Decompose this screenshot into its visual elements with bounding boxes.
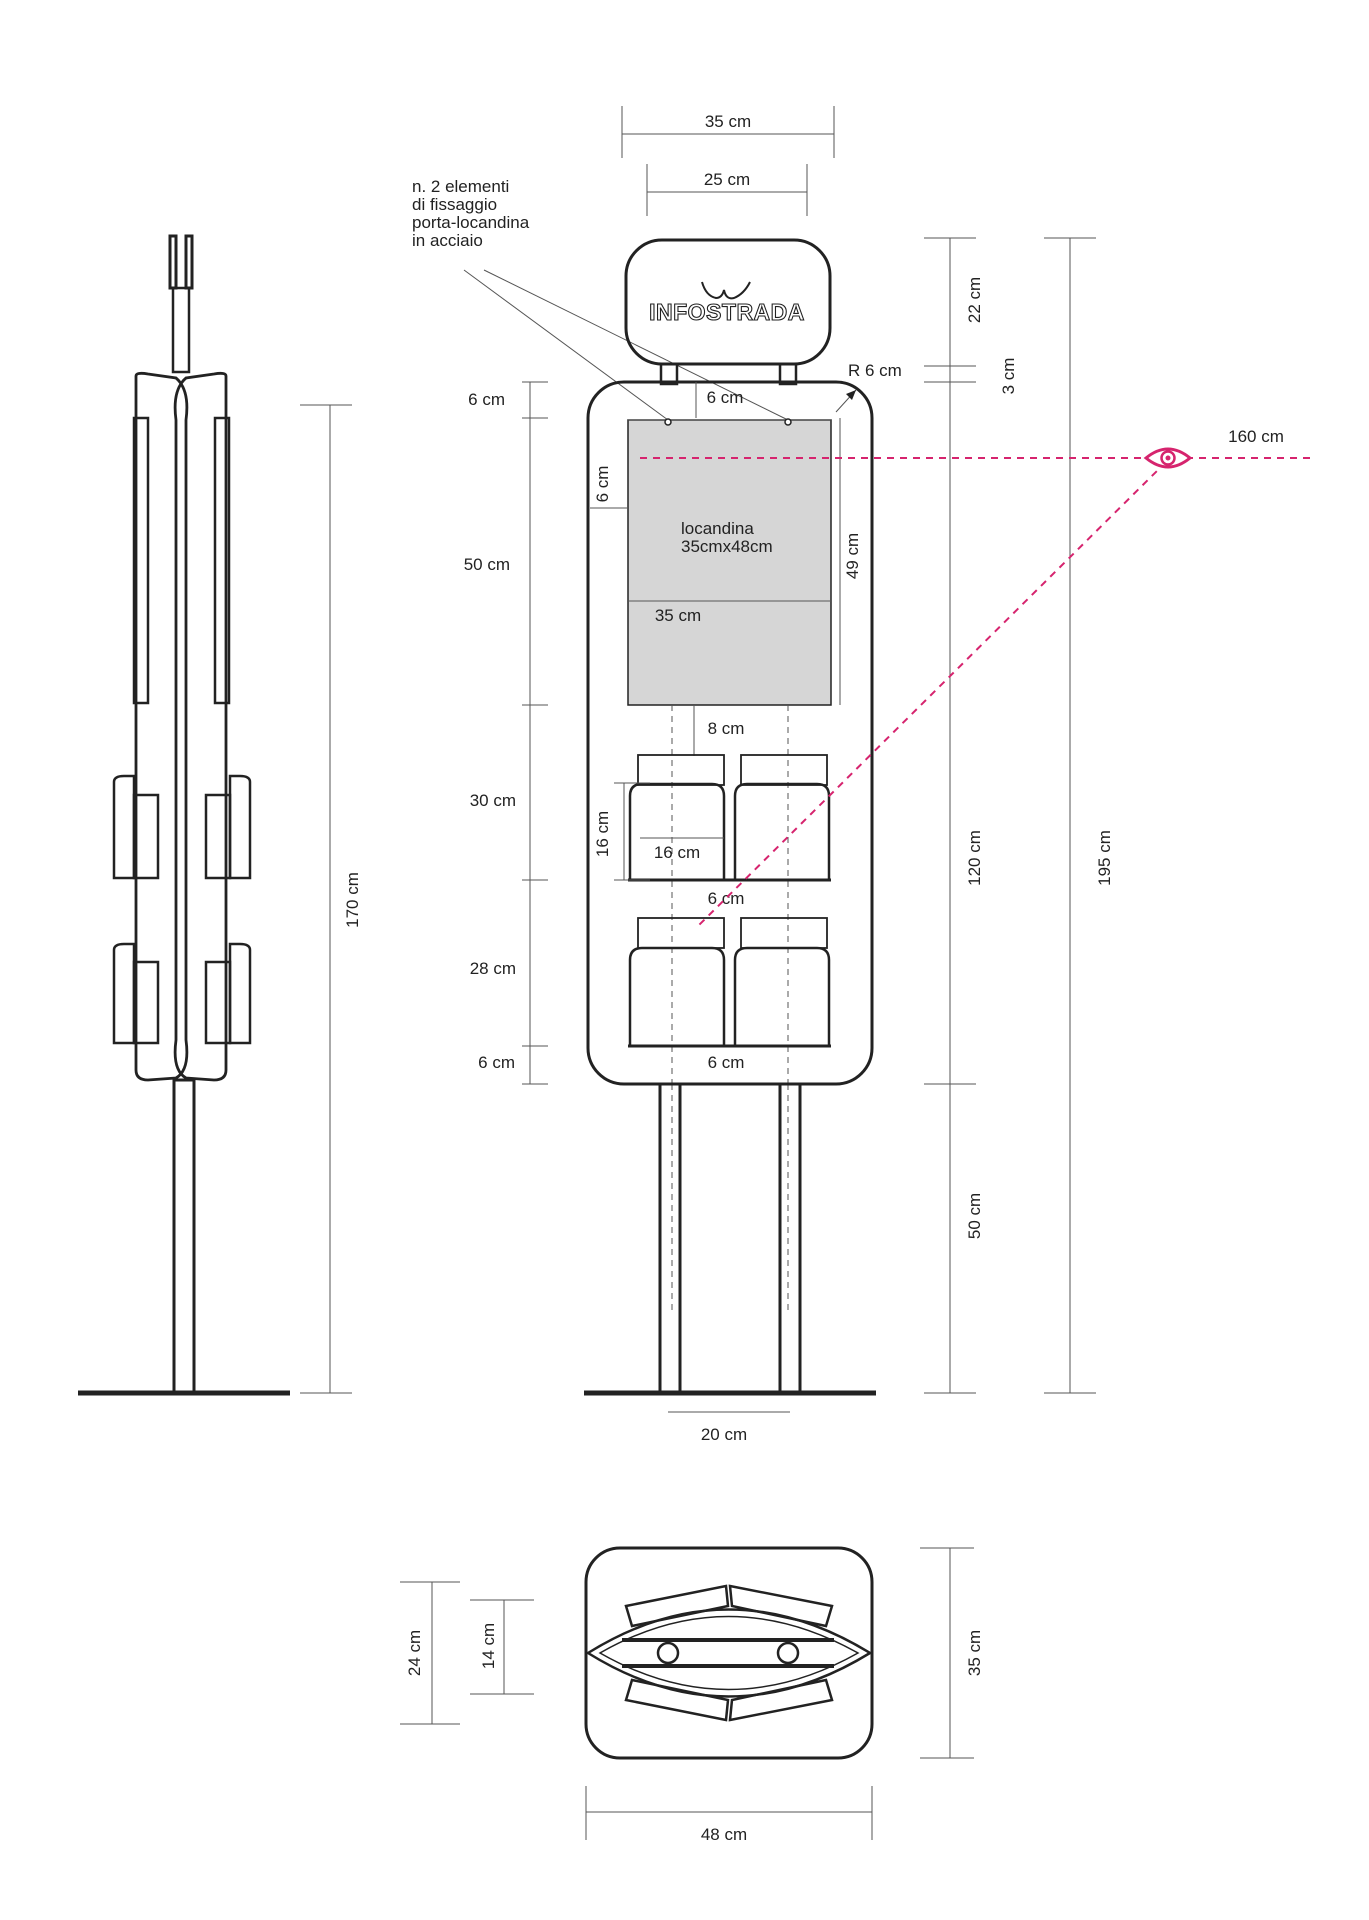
dim-poster-width-35: 35 cm [655, 606, 701, 625]
plan-post-right [776, 1641, 800, 1665]
dim-pocket-gap-6: 6 cm [708, 889, 745, 908]
plan-pocket-top-left [624, 1584, 730, 1628]
dim-pocket-height-16: 16 cm [593, 811, 612, 857]
pocket-lower-right [733, 946, 831, 1048]
pocket-lower-left-back [637, 917, 725, 949]
poster-label-line-2: 35cmx48cm [681, 537, 773, 556]
fixing-element-left [664, 418, 672, 426]
plan-pocket-bottom-right [728, 1678, 834, 1722]
dim-left-28: 28 cm [470, 959, 516, 978]
dim-left-30: 30 cm [470, 791, 516, 810]
radius-arrow [846, 390, 856, 400]
side-pocket-lower-right-front [204, 960, 232, 1045]
side-top-post [171, 286, 191, 374]
plan-post-left [656, 1641, 680, 1665]
front-view: 35 cm 25 cm n. 2 elementi di fissaggio p… [412, 106, 1312, 1444]
side-dim-170-label: 170 cm [343, 872, 362, 928]
side-pocket-upper-right-front [204, 793, 232, 880]
side-poster-clip-right [213, 416, 231, 705]
side-view: 170 cm [78, 234, 362, 1396]
plan-pocket-top-right [728, 1584, 834, 1628]
pocket-upper-left-back [637, 754, 725, 786]
pocket-lower-right-back [740, 917, 828, 949]
dim-top-width-25: 25 cm [704, 170, 750, 189]
stand-post-left [658, 1082, 682, 1394]
dim-left-bottom-6: 6 cm [478, 1053, 515, 1072]
stand-post-right [778, 1082, 802, 1394]
plan-view: 24 cm 14 cm 35 cm 48 cm [400, 1546, 984, 1844]
header-sign [624, 238, 832, 366]
side-top-clip-right [184, 234, 194, 290]
dim-right-3: 3 cm [999, 358, 1018, 395]
pocket-upper-left [628, 782, 726, 882]
callout-leader-2 [483, 269, 789, 421]
callout-line-3: porta-locandina [412, 213, 530, 232]
dim-poster-height-49: 49 cm [843, 533, 862, 579]
side-panel-left [134, 371, 189, 1082]
header-post-left [659, 362, 679, 386]
sightline-diagonal [695, 461, 1167, 929]
side-poster-clip-left [132, 416, 150, 705]
dim-plan-24: 24 cm [405, 1630, 424, 1676]
dim-pocket-width-16: 16 cm [654, 843, 700, 862]
dim-right-50: 50 cm [965, 1193, 984, 1239]
dim-gap-8: 8 cm [708, 719, 745, 738]
dim-inner-bottom-6: 6 cm [708, 1053, 745, 1072]
side-pocket-upper-left [112, 774, 136, 880]
fixing-element-right [784, 418, 792, 426]
side-panel-right [173, 371, 228, 1082]
side-stand-post [172, 1078, 196, 1394]
dim-poster-side-6: 6 cm [593, 466, 612, 503]
side-pocket-lower-left [112, 942, 136, 1045]
plan-pocket-bottom-left [624, 1678, 730, 1722]
dim-plan-48: 48 cm [701, 1825, 747, 1844]
side-pocket-upper-right [228, 774, 252, 880]
side-top-clip-left [168, 234, 178, 290]
display-panel [586, 380, 874, 1086]
callout-line-1: n. 2 elementi [412, 177, 509, 196]
poster-locandina [627, 419, 832, 706]
dim-plan-35: 35 cm [965, 1630, 984, 1676]
pocket-upper-right [733, 782, 831, 882]
plan-outline [584, 1546, 874, 1760]
dim-top-width-35: 35 cm [705, 112, 751, 131]
dim-right-22: 22 cm [965, 277, 984, 323]
dim-inner-top-6: 6 cm [707, 388, 744, 407]
dim-radius: R 6 cm [848, 361, 902, 380]
dim-right-120: 120 cm [965, 830, 984, 886]
dim-right-195: 195 cm [1095, 830, 1114, 886]
callout-leader-1 [463, 269, 669, 421]
plan-lens-inner [598, 1615, 860, 1691]
side-pocket-upper-left-front [132, 793, 160, 880]
callout-line-4: in acciaio [412, 231, 483, 250]
pocket-lower-left [628, 946, 726, 1048]
infostrada-logo: INFOSTRADA [649, 299, 805, 325]
dim-left-50: 50 cm [464, 555, 510, 574]
dim-left-top-6: 6 cm [468, 390, 505, 409]
header-post-right [778, 362, 798, 386]
side-pocket-lower-left-front [132, 960, 160, 1045]
callout-line-2: di fissaggio [412, 195, 497, 214]
left-dimension-ladder: 6 cm 50 cm 30 cm 28 cm 6 cm [464, 381, 548, 1085]
side-pocket-lower-right [228, 942, 252, 1045]
dim-base-20: 20 cm [701, 1425, 747, 1444]
dim-eye-160: 160 cm [1228, 427, 1284, 446]
right-dimension-ladder: 22 cm 3 cm 120 cm 50 cm 195 cm [924, 237, 1114, 1394]
eye-icon [1143, 447, 1193, 469]
infostrada-logo-mark [701, 281, 751, 300]
dim-plan-14: 14 cm [479, 1623, 498, 1669]
pocket-upper-right-back [740, 754, 828, 786]
poster-label-line-1: locandina [681, 519, 754, 538]
